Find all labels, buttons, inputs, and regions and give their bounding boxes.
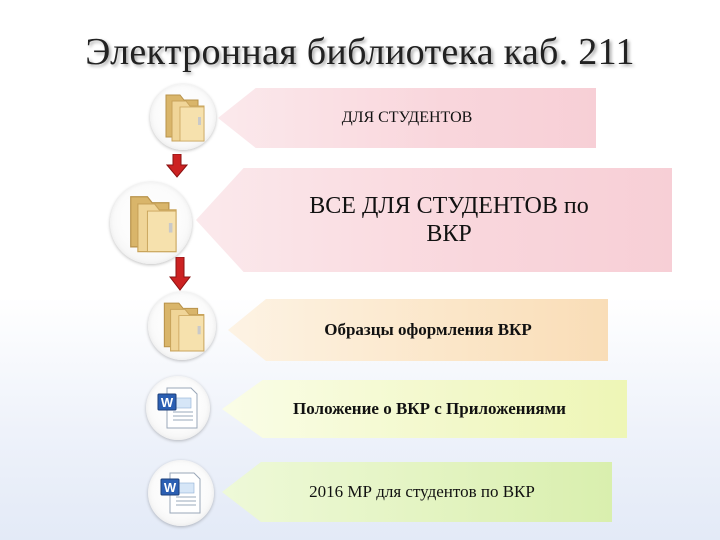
folder-icon: [130, 196, 177, 253]
item-label-3: Образцы оформления ВКР: [324, 320, 532, 339]
item-label-5: 2016 МР для студентов по ВКР: [309, 482, 535, 501]
document-node-4[interactable]: W: [146, 376, 210, 440]
item-banner-4[interactable]: Положение о ВКР с Приложениями: [222, 380, 627, 438]
svg-text:W: W: [164, 480, 177, 495]
item-label-4: Положение о ВКР с Приложениями: [293, 399, 566, 418]
folder-node-1[interactable]: [150, 84, 216, 150]
item-label-2: ВСЕ ДЛЯ СТУДЕНТОВ по ВКР: [309, 193, 589, 247]
down-arrow-icon: [166, 154, 188, 178]
page-title: Электронная библиотека каб. 211: [85, 31, 635, 73]
item-banner-2[interactable]: ВСЕ ДЛЯ СТУДЕНТОВ по ВКР: [196, 168, 672, 272]
folder-node-3[interactable]: [148, 292, 216, 360]
document-node-5[interactable]: W: [148, 460, 214, 526]
item-label-1: ДЛЯ СТУДЕНТОВ: [341, 109, 473, 126]
word-document-icon: W: [160, 472, 201, 514]
folder-icon: [163, 302, 205, 352]
folder-icon: [165, 94, 205, 142]
down-arrow-icon: [169, 257, 191, 291]
svg-text:W: W: [161, 395, 174, 410]
item-banner-1[interactable]: ДЛЯ СТУДЕНТОВ: [218, 88, 596, 148]
item-banner-3[interactable]: Образцы оформления ВКР: [228, 299, 608, 361]
item-banner-5[interactable]: 2016 МР для студентов по ВКР: [222, 462, 612, 522]
folder-node-2[interactable]: [110, 182, 192, 264]
word-document-icon: W: [157, 387, 198, 429]
